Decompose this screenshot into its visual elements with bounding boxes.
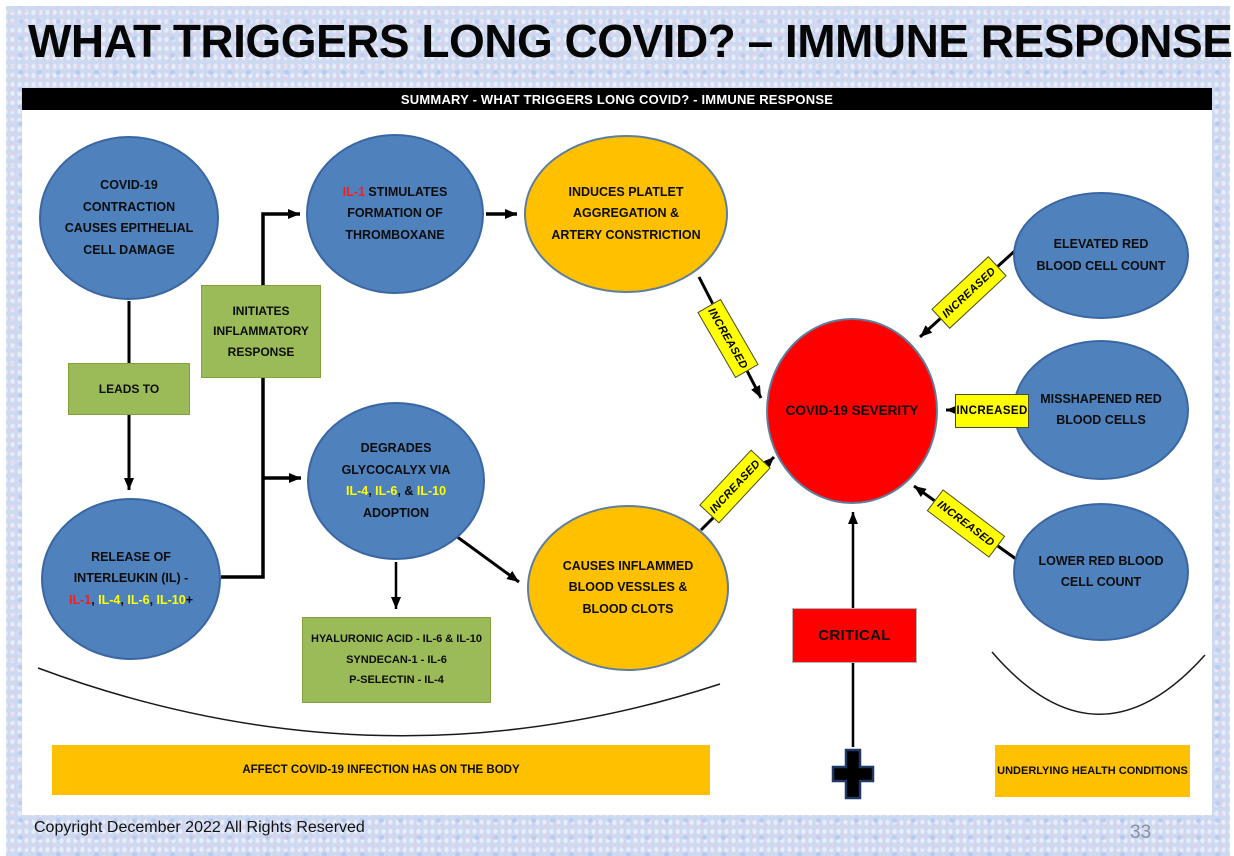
node-release-interleukin: RELEASE OF INTERLEUKIN (IL) - IL-1, IL-4…: [41, 498, 221, 660]
node-lower-red-blood-cell-count: LOWER RED BLOOD CELL COUNT: [1013, 503, 1189, 641]
il6-highlight: IL-6: [127, 592, 150, 607]
il10-highlight: IL-10: [156, 592, 186, 607]
copyright-text: Copyright December 2022 All Rights Reser…: [34, 819, 365, 836]
node-covid-contraction-text: COVID-19 CONTRACTION CAUSES EPITHELIAL C…: [64, 178, 194, 257]
summary-bar: SUMMARY - WHAT TRIGGERS LONG COVID? - IM…: [22, 88, 1212, 110]
connector-degrades-to-causes: [455, 534, 520, 584]
page-number: 33: [1130, 822, 1152, 843]
node-lower-text: LOWER RED BLOOD CELL COUNT: [1038, 553, 1164, 590]
il10-highlight: IL-10: [416, 484, 447, 498]
node-elevated-text: ELEVATED RED BLOOD CELL COUNT: [1036, 237, 1166, 273]
node-degrades-text: DEGRADES GLYCOCALYX VIA IL-4, IL-6, & IL…: [341, 441, 451, 520]
node-initiates-inflammatory-response: INITIATES INFLAMMATORY RESPONSE: [201, 285, 321, 378]
node-leads-to-text: LEADS TO: [98, 382, 160, 396]
node-degrades-glycocalyx: DEGRADES GLYCOCALYX VIA IL-4, IL-6, & IL…: [307, 402, 485, 560]
page-title: WHAT TRIGGERS LONG COVID? – IMMUNE RESPO…: [28, 15, 1233, 67]
il1-highlight: IL-1: [342, 184, 365, 199]
node-covid19-severity: COVID-19 SEVERITY: [766, 318, 938, 504]
node-il1-stimulates-text: IL-1 STIMULATES FORMATION OF THROMBOXANE: [342, 184, 448, 242]
node-critical: CRITICAL: [792, 608, 917, 663]
bar-affect-covid-infection: AFFECT COVID-19 INFECTION HAS ON THE BOD…: [52, 745, 710, 795]
node-glycoproteins-list: HYALURONIC ACID - IL-6 & IL-10 SYNDECAN-…: [302, 617, 491, 703]
node-release-text: RELEASE OF INTERLEUKIN (IL) - IL-1, IL-4…: [68, 549, 194, 607]
increased-tag-misshapened: INCREASED: [955, 394, 1029, 428]
bar-underlying-health-conditions: UNDERLYING HEALTH CONDITIONS: [995, 745, 1190, 797]
node-elevated-red-blood-cell-count: ELEVATED RED BLOOD CELL COUNT: [1013, 192, 1189, 319]
bar-underlying-text: UNDERLYING HEALTH CONDITIONS: [997, 765, 1188, 777]
il4-highlight: IL-4: [345, 484, 369, 498]
node-il1-stimulates-thromboxane: IL-1 STIMULATES FORMATION OF THROMBOXANE: [306, 134, 484, 294]
node-misshapened-red-blood-cells: MISSHAPENED RED BLOOD CELLS: [1013, 340, 1189, 480]
bar-affect-text: AFFECT COVID-19 INFECTION HAS ON THE BOD…: [242, 764, 520, 776]
il1-highlight: IL-1: [68, 592, 92, 607]
node-misshapened-text: MISSHAPENED RED BLOOD CELLS: [1040, 391, 1162, 428]
node-causes-text: CAUSES INFLAMMED BLOOD VESSLES & BLOOD C…: [562, 558, 694, 616]
plus-icon: [831, 748, 875, 800]
node-induces-platlet-aggregation: INDUCES PLATLET AGGREGATION & ARTERY CON…: [524, 135, 728, 293]
node-leads-to: LEADS TO: [68, 363, 190, 415]
connector-release-elbow-to-stimulates: [221, 209, 300, 579]
node-severity-text: COVID-19 SEVERITY: [785, 403, 919, 419]
il4-highlight: IL-4: [98, 592, 121, 607]
node-initiates-text: INITIATES INFLAMMATORY RESPONSE: [213, 303, 309, 359]
node-induces-text: INDUCES PLATLET AGGREGATION & ARTERY CON…: [551, 184, 701, 242]
node-causes-inflammed-vessels: CAUSES INFLAMMED BLOOD VESSLES & BLOOD C…: [527, 505, 729, 671]
node-covid-contraction: COVID-19 CONTRACTION CAUSES EPITHELIAL C…: [39, 136, 219, 300]
node-critical-text: CRITICAL: [818, 627, 891, 644]
il6-highlight: IL-6: [375, 484, 398, 498]
left-brace-arc: [37, 667, 721, 737]
right-brace-arc: [991, 651, 1206, 715]
node-glycoproteins-text: HYALURONIC ACID - IL-6 & IL-10 SYNDECAN-…: [311, 632, 482, 687]
